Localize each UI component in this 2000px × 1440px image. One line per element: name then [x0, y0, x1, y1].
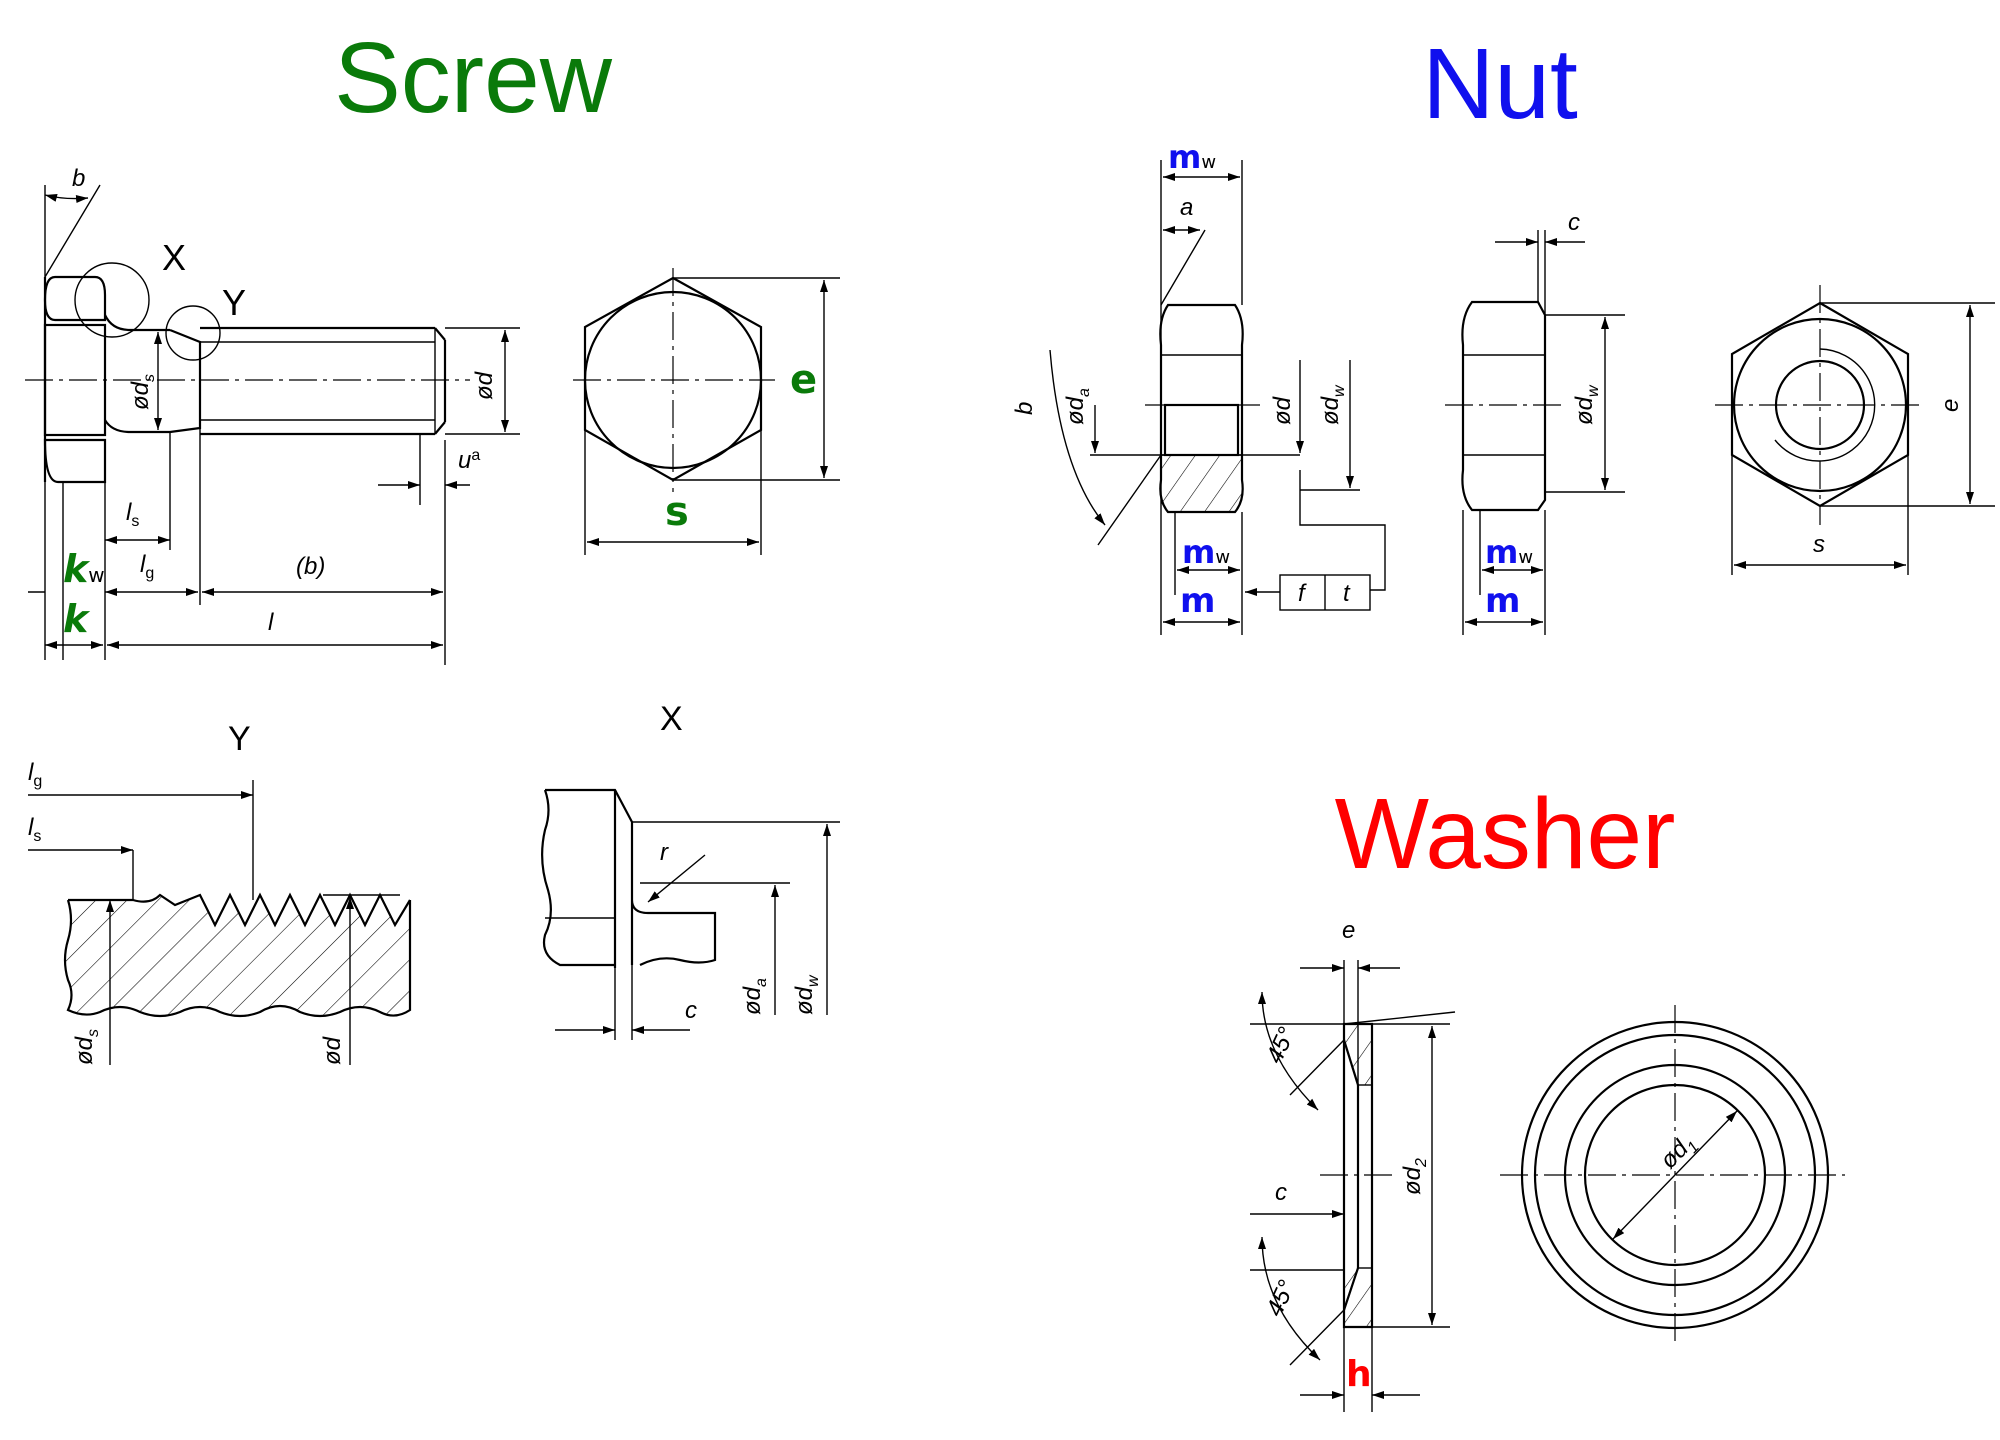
- nut-d-label: ød: [1269, 396, 1296, 425]
- screw-detail-y-label: Y: [222, 282, 246, 323]
- screw-end-view: e s: [573, 268, 840, 555]
- nut-a-label: a: [1180, 194, 1193, 221]
- screw-s-label: s: [665, 489, 689, 535]
- screw-d-label: ød: [471, 371, 498, 400]
- nut-m2-label: m: [1485, 581, 1520, 621]
- nut-s-label: s: [1813, 531, 1825, 558]
- screw-k-label: k: [63, 597, 91, 641]
- screw-side-view: X Y b øds ød ua ls lg (b): [25, 165, 520, 665]
- nut-section-view: mw a b øda ød ødw f t mw m: [1011, 138, 1386, 635]
- screw-kw-label: kw: [63, 547, 105, 591]
- detail-y-ls-label: ls: [28, 814, 41, 845]
- detail-x-r-label: r: [660, 839, 669, 866]
- screw-ds-label: øds: [127, 374, 158, 410]
- detail-x-title: X: [660, 700, 683, 738]
- washer-e-label: e: [1342, 917, 1355, 944]
- screw-u-label: ua: [458, 447, 480, 474]
- washer-front-view: ød1: [1500, 1005, 1845, 1345]
- nut-f-label: f: [1298, 580, 1307, 607]
- nut-dw-label: ødw: [1317, 384, 1348, 425]
- washer-h-label: h: [1346, 1354, 1372, 1395]
- screw-b-angle-label: b: [72, 165, 85, 192]
- nut-side-view: c ødw mw m: [1445, 209, 1625, 635]
- nut-mw-label: mw: [1182, 533, 1230, 571]
- detail-y-d-label: ød: [319, 1036, 346, 1065]
- screw-l-label: l: [268, 609, 274, 636]
- screw-detail-x-label: X: [162, 237, 186, 278]
- detail-x: X r c øda ødw: [541, 700, 840, 1040]
- screw-lg-label: lg: [140, 551, 154, 582]
- washer-d1-label: ød1: [1655, 1129, 1703, 1177]
- detail-y-ds-label: øds: [71, 1029, 102, 1065]
- washer-c-label: c: [1275, 1179, 1287, 1206]
- screw-b-paren-label: (b): [296, 553, 325, 580]
- screw-title: Screw: [334, 22, 613, 134]
- washer-angle-bottom-label: 45°: [1261, 1276, 1301, 1321]
- detail-x-c-label: c: [685, 997, 697, 1024]
- washer-d2-label: ød2: [1399, 1158, 1430, 1195]
- nut-dw2-label: ødw: [1571, 384, 1602, 425]
- nut-e-label: e: [1937, 399, 1964, 412]
- nut-end-view: e s: [1715, 285, 1995, 575]
- nut-t-label: t: [1343, 580, 1351, 607]
- washer-title: Washer: [1335, 778, 1676, 890]
- detail-y-lg-label: lg: [28, 759, 42, 790]
- nut-mw2-label: mw: [1485, 533, 1533, 571]
- screw-ls-label: ls: [126, 499, 139, 530]
- screw-e-label: e: [790, 357, 817, 403]
- nut-da-label: øda: [1062, 388, 1093, 425]
- nut-title: Nut: [1422, 28, 1578, 140]
- nut-c-label: c: [1568, 209, 1580, 236]
- washer-section-view: e 45° c 45° ød2 h: [1250, 917, 1456, 1412]
- nut-mw-top-label: mw: [1168, 138, 1216, 176]
- nut-m-label: m: [1180, 581, 1215, 621]
- detail-y-title: Y: [228, 720, 251, 758]
- nut-b-label: b: [1011, 402, 1038, 415]
- detail-x-dw-label: ødw: [791, 974, 822, 1015]
- detail-y: Y lg ls øds ød: [28, 720, 412, 1065]
- detail-x-da-label: øda: [739, 978, 770, 1015]
